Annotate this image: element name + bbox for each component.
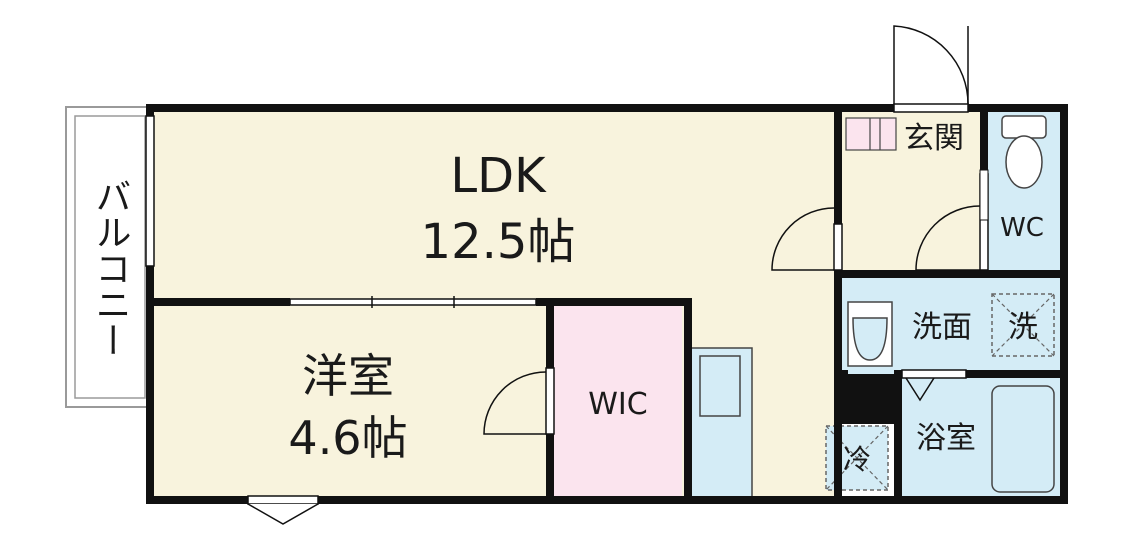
window-balcony xyxy=(145,115,155,267)
western-room-size: 4.6帖 xyxy=(288,411,407,465)
washer-space xyxy=(991,293,1055,357)
western-room-name: 洋室 xyxy=(302,349,394,403)
door-ldk xyxy=(771,207,843,271)
ldk-name: LDK xyxy=(450,148,547,204)
walls xyxy=(146,104,1068,504)
balcony: バルコニー xyxy=(65,106,151,408)
western-room-floor xyxy=(150,302,550,500)
washbasin-icon xyxy=(847,301,893,367)
wic-floor xyxy=(552,306,682,500)
sink-icon xyxy=(699,355,741,417)
door-bath xyxy=(901,369,967,402)
pipe-space xyxy=(838,374,898,424)
door-western-room xyxy=(483,367,555,435)
ldk-size: 12.5帖 xyxy=(421,214,576,270)
balcony-label: バルコニー xyxy=(90,178,131,358)
wc-label: WC xyxy=(1000,213,1044,243)
wic-label: WIC xyxy=(588,387,647,422)
bathtub-icon xyxy=(991,385,1055,493)
entrance-label: 玄関 xyxy=(904,121,964,156)
washer-label: 洗 xyxy=(1008,310,1038,345)
window-wc xyxy=(979,169,989,221)
bath-label: 浴室 xyxy=(916,421,976,456)
window-western xyxy=(247,495,319,525)
sliding-door-western xyxy=(289,296,537,308)
fridge-label: 冷 xyxy=(843,443,871,476)
shoe-box xyxy=(845,117,897,151)
door-entrance xyxy=(893,25,969,113)
washroom-label: 洗面 xyxy=(912,310,972,345)
toilet-icon xyxy=(1001,115,1047,189)
